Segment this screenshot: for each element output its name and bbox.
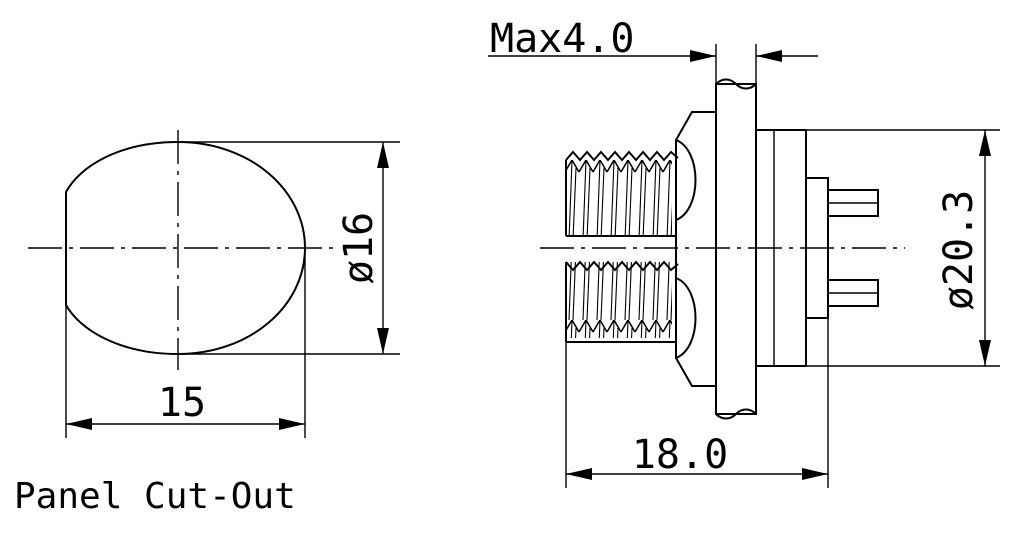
connector-diameter-dimension: ø20.3 (806, 129, 1000, 367)
hex-nut (675, 111, 717, 387)
panel-cutout-caption: Panel Cut-Out (14, 476, 296, 517)
cutout-outline (65, 140, 307, 356)
contact-pins (827, 189, 879, 307)
knurled-flange (715, 78, 757, 420)
max-thickness-label: Max4.0 (490, 16, 635, 62)
connector-diameter-label: ø20.3 (936, 190, 982, 310)
connector-length-label: 18.0 (632, 432, 728, 478)
thread-upper (565, 150, 679, 237)
panel-cutout-view: ø16 15 Panel Cut-Out (14, 130, 400, 517)
cutout-width-label: 15 (158, 380, 206, 426)
max-thickness-dimension: Max4.0 (488, 16, 818, 84)
cutout-diameter-label: ø16 (336, 212, 382, 284)
connector-length-dimension: 18.0 (565, 318, 829, 488)
connector-side-view: Max4.0 ø20.3 18.0 (488, 16, 1000, 488)
thread-lower (565, 260, 679, 343)
cutout-diameter-dimension: ø16 (178, 141, 400, 355)
cutout-width-dimension: 15 (65, 248, 306, 438)
